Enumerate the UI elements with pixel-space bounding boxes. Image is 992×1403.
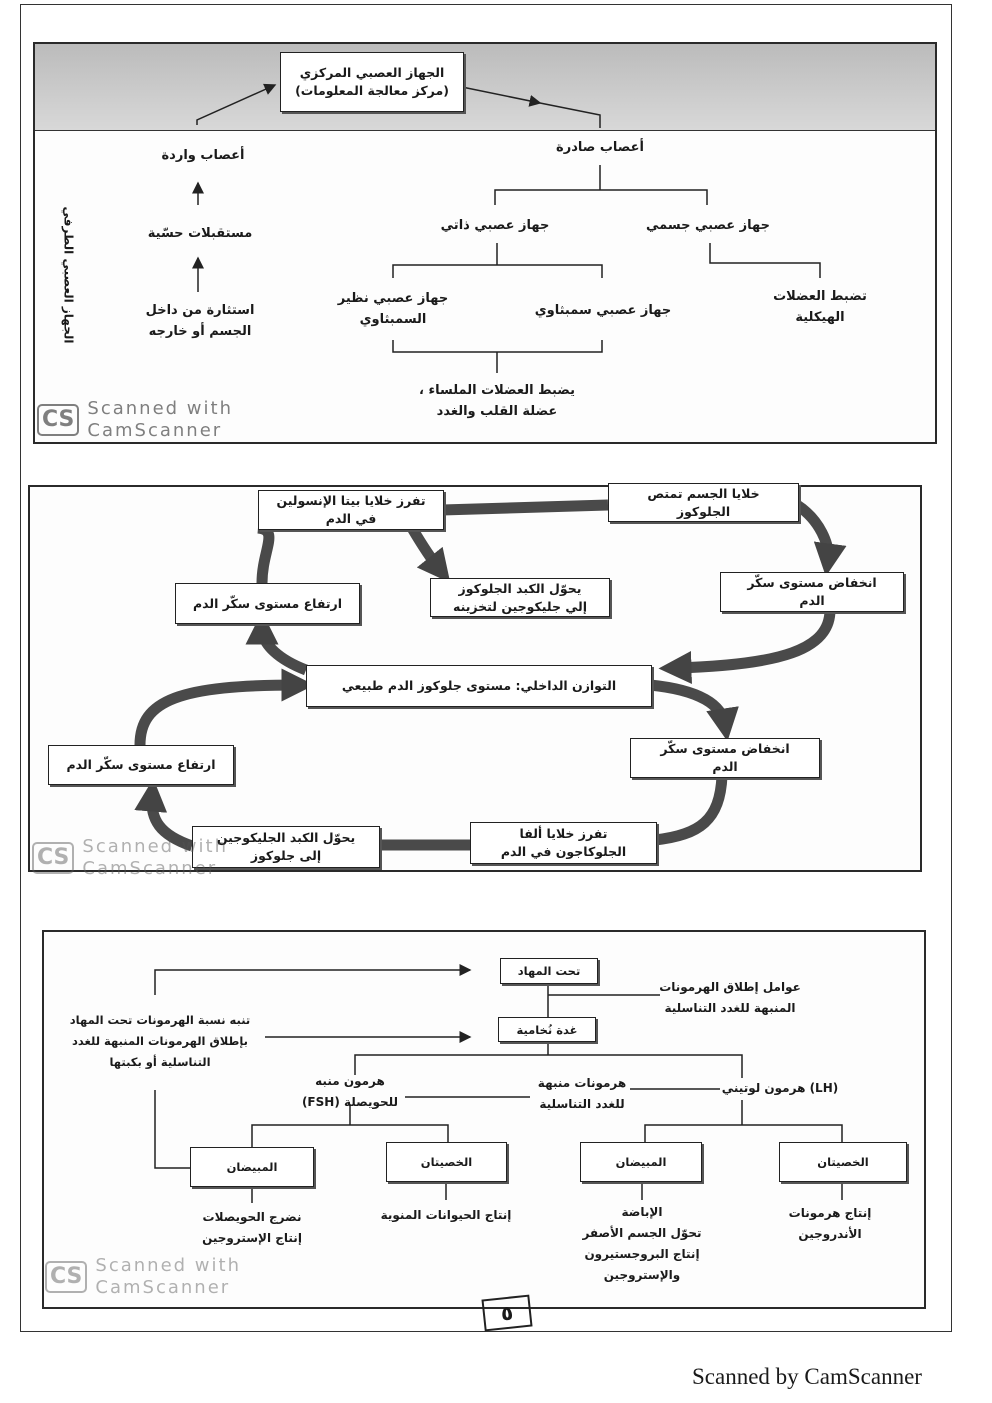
watermark-text: Scanned with CamScanner bbox=[87, 398, 233, 441]
testes-fsh-box: الخصيتان bbox=[386, 1142, 507, 1182]
gonadotropins-label: هرمونات منبهة للغدد التناسلية bbox=[537, 1076, 627, 1111]
watermark-text: Scanned with CamScanner bbox=[82, 836, 228, 879]
rise-top-box: ارتفاع مستوى سكّر الدم bbox=[175, 583, 360, 624]
feedback-label: تنبه نسبة الهرمونات تحت المهاد بإطلاق ال… bbox=[69, 1013, 251, 1069]
lh-label: (LH) هرمون لوتيني bbox=[721, 1081, 839, 1095]
stimulus-label: استثارة من داخل الجسم أو خارجه bbox=[145, 303, 255, 339]
somatic-label: جهاز عصبي جسمي bbox=[646, 218, 770, 233]
sperm-output: إنتاج الحيوانات المنوية bbox=[380, 1208, 512, 1222]
glucose-panel bbox=[28, 485, 922, 872]
cells-absorb-box: خلايا الجسم تمتص الجلوكوز bbox=[608, 483, 799, 522]
rise-bottom-box: ارتفاع مستوى سكّر الدم bbox=[48, 745, 234, 785]
testes-lh-box: الخصيتان bbox=[779, 1142, 907, 1182]
drop-top-box: انخفاض مستوى سكّر الدم bbox=[720, 572, 904, 612]
camscanner-logo: CS bbox=[37, 404, 80, 436]
receptors-label: مستقبلات حسّية bbox=[147, 226, 253, 241]
smooth-muscle-label: يضبط العضلات الملساء ، عضلة القلب والغدد bbox=[419, 383, 575, 419]
fsh-label: هرمون منبه للحويصلة (FSH) bbox=[301, 1074, 399, 1109]
follicle-output: نضرج الحويصلات إنتاج الإستروجين bbox=[202, 1210, 302, 1245]
ovaries-lh-box: المبيضان bbox=[580, 1142, 702, 1182]
camscanner-watermark: CS Scanned with CamScanner bbox=[37, 398, 233, 442]
releasing-factors-label: عوامل إطلاق الهرمونات المنبهة للغدد التن… bbox=[659, 980, 801, 1015]
hormones-panel bbox=[42, 930, 926, 1309]
cns-box: الجهاز العصبي المركزي (مركز معالجة المعل… bbox=[280, 52, 464, 112]
drop-bottom-box: انخفاض مستوى سكّر الدم bbox=[630, 738, 820, 778]
watermark-text: Scanned with CamScanner bbox=[95, 1255, 241, 1298]
page-frame bbox=[20, 4, 952, 1332]
liver-release-box: يحوّل الكبد الجليكوجين إلى جلوكوز bbox=[192, 826, 380, 868]
pituitary-box: غدة نُخامية bbox=[498, 1017, 596, 1042]
parasympathetic-label: جهاز عصبي نظير السمبثاوي bbox=[337, 291, 449, 327]
camscanner-watermark: CS Scanned with CamScanner bbox=[32, 836, 228, 880]
gray-band bbox=[35, 44, 935, 131]
autonomic-label: جهاز عصبي ذاتي bbox=[440, 218, 550, 233]
ovaries-fsh-box: المبيضان bbox=[190, 1147, 314, 1187]
footer-text: Scanned by CamScanner bbox=[692, 1364, 922, 1389]
ovulation-output: الإباضة تحوّل الجسم الأصفر إنتاج البروجس… bbox=[582, 1205, 702, 1282]
hypothalamus-box: تحت المهاد bbox=[500, 958, 598, 984]
liver-store-box: يحوّل الكبد الجلوكوز إلي جليكوجين لتخزين… bbox=[430, 578, 610, 617]
camscanner-logo: CS bbox=[32, 842, 75, 874]
androgen-output: إنتاج هرمونات الأندروجين bbox=[788, 1206, 872, 1241]
peripheral-nervous-system-label: الجهاز العصبي الطرفي bbox=[61, 206, 76, 344]
camscanner-logo: CS bbox=[45, 1261, 88, 1293]
efferent-nerves-label: أعصاب صادرة bbox=[556, 140, 644, 155]
skeletal-muscle-label: تضبط العضلات الهيكلية bbox=[773, 289, 867, 325]
afferent-nerves-label: أعصاب واردة bbox=[161, 148, 245, 163]
page-number: ٥ bbox=[481, 1294, 533, 1332]
alpha-cells-box: تفرز خلايا ألفا الجلوكاجون في الدم bbox=[470, 822, 657, 864]
nervous-system-panel bbox=[33, 42, 937, 444]
camscanner-watermark: CS Scanned with CamScanner bbox=[45, 1255, 241, 1299]
sympathetic-label: جهاز عصبي سمبثاوي bbox=[534, 303, 672, 318]
beta-cells-box: تفرز خلايا بيتا الإنسولين في الدم bbox=[258, 490, 444, 530]
homeostasis-box: التوازن الداخلي: مستوى جلوكوز الدم طبيعي bbox=[306, 665, 652, 707]
